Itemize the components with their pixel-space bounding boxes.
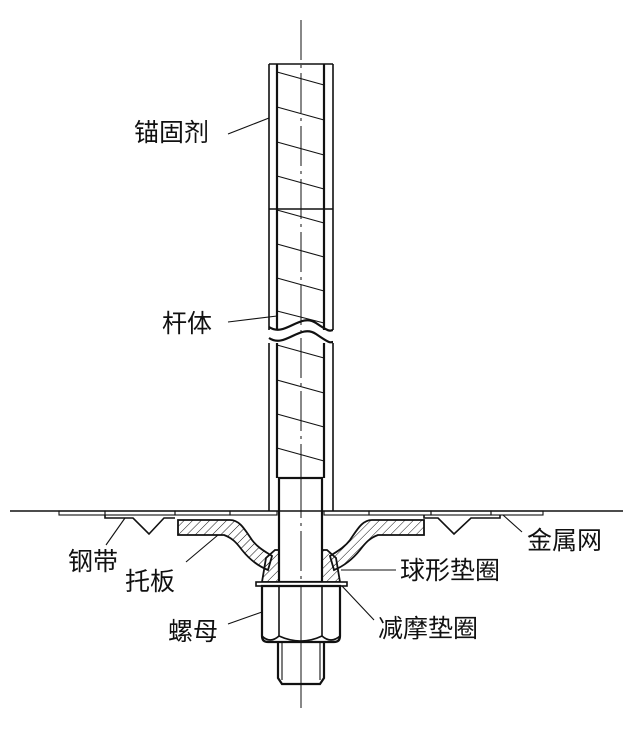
anchor-tube bbox=[268, 63, 334, 511]
rebar-ribs bbox=[276, 71, 325, 462]
steel-strip bbox=[104, 515, 501, 536]
label-nut: 螺母 bbox=[168, 617, 218, 646]
label-anchoring-agent: 锚固剂 bbox=[134, 118, 209, 147]
label-metal-mesh: 金属网 bbox=[527, 526, 602, 555]
label-friction-washer: 减摩垫圈 bbox=[378, 614, 478, 643]
metal-mesh bbox=[58, 510, 544, 516]
label-rod-body: 杆体 bbox=[162, 309, 212, 338]
leader-lines bbox=[105, 117, 523, 625]
label-tray-plate: 托板 bbox=[125, 567, 175, 596]
label-spherical-washer: 球形垫圈 bbox=[400, 556, 500, 585]
spherical-washer bbox=[260, 549, 342, 583]
label-steel-strip: 钢带 bbox=[68, 547, 118, 576]
